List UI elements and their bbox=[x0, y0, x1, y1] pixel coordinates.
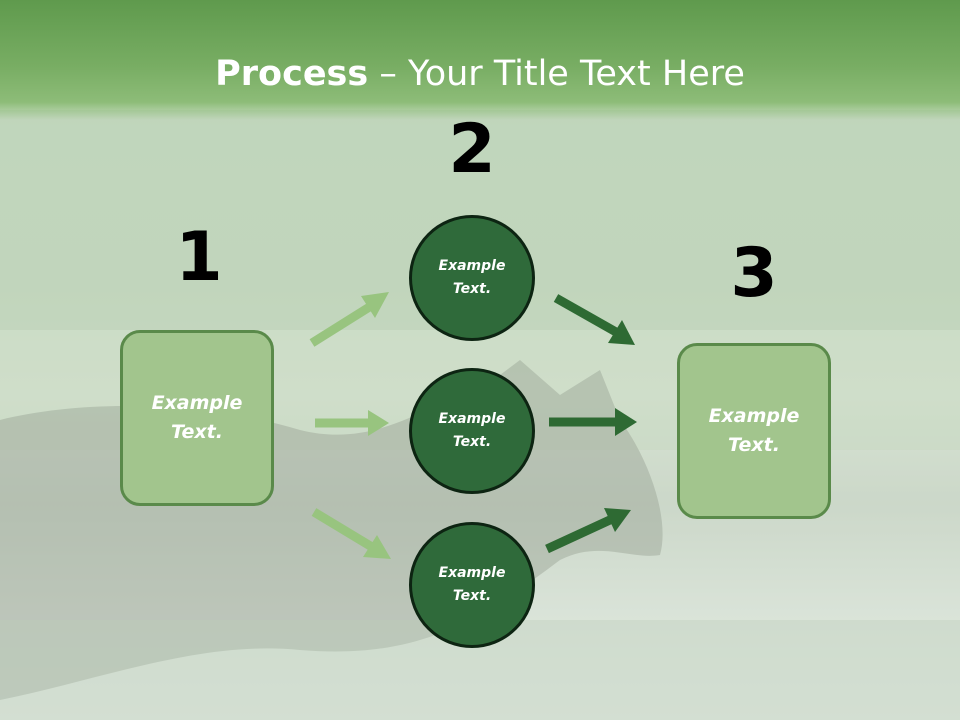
process-circle-middle: Example Text. bbox=[409, 368, 535, 494]
title-band bbox=[0, 0, 960, 120]
arrow-left-to-bottom bbox=[311, 508, 391, 559]
arrow-middle-to-right bbox=[549, 408, 637, 436]
process-circle-top-text: Example Text. bbox=[438, 258, 506, 297]
step-box-right-text: Example Text. bbox=[708, 405, 800, 456]
title-separator: – bbox=[368, 54, 408, 94]
arrow-left-to-top bbox=[309, 292, 389, 347]
step-number-2: 2 bbox=[448, 110, 496, 189]
process-circle-top: Example Text. bbox=[409, 215, 535, 341]
step-box-left: Example Text. bbox=[120, 330, 274, 506]
step-box-right: Example Text. bbox=[677, 343, 831, 519]
title-rest: Your Title Text Here bbox=[407, 54, 745, 94]
process-circle-bottom: Example Text. bbox=[409, 522, 535, 648]
slide-title: Process – Your Title Text Here bbox=[0, 52, 960, 96]
step-number-1: 1 bbox=[175, 218, 223, 297]
process-circle-bottom-text: Example Text. bbox=[438, 565, 506, 604]
arrow-top-to-right bbox=[553, 294, 635, 345]
arrow-left-to-middle bbox=[315, 410, 389, 436]
arrow-bottom-to-right bbox=[545, 508, 631, 554]
step-number-3: 3 bbox=[730, 234, 778, 313]
process-circle-middle-text: Example Text. bbox=[438, 411, 506, 450]
title-bold: Process bbox=[215, 54, 369, 94]
step-box-left-text: Example Text. bbox=[151, 392, 243, 443]
